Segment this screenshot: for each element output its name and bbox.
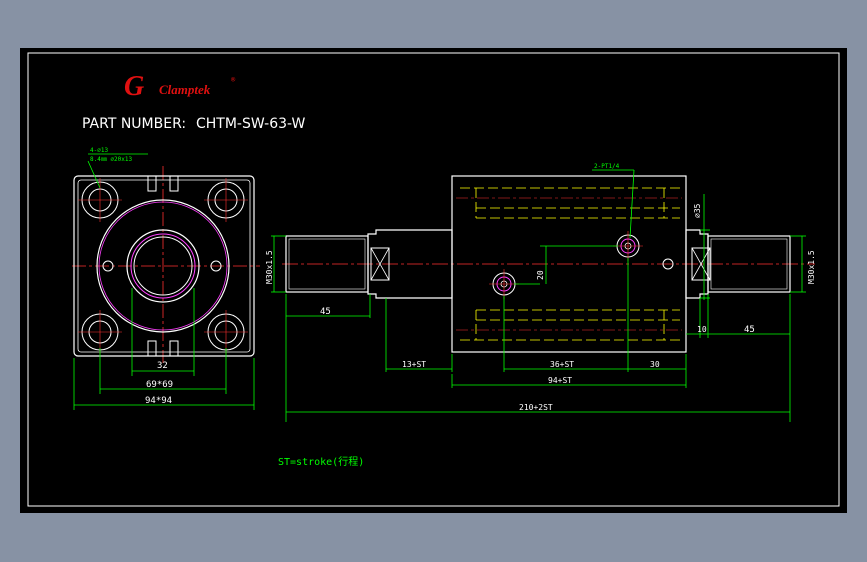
dim-210-text: 210+2ST <box>519 403 553 412</box>
dim-69 <box>99 348 227 394</box>
dim-69-text: 69*69 <box>146 380 173 390</box>
dim-32-text: 32 <box>157 361 168 371</box>
logo: G Clamptek ® <box>124 71 236 102</box>
part-number-label: PART NUMBER: <box>82 116 186 132</box>
vent-hole <box>662 258 674 270</box>
dim-10-text: 10 <box>697 325 707 334</box>
dim-20-text: 20 <box>536 270 545 280</box>
part-number-value: CHTM-SW-63-W <box>196 116 305 132</box>
dim-45-left <box>285 294 371 422</box>
bore-inner <box>133 236 193 296</box>
callout-leader <box>87 160 101 189</box>
logo-brand: Clamptek <box>159 82 211 97</box>
right-rod-thread-inner <box>710 238 788 290</box>
dim-phi35-text: ⌀35 <box>693 203 702 218</box>
port-label: 2-PT1/4 <box>594 163 620 170</box>
dim-94st-text: 94+ST <box>548 376 572 385</box>
bore-outer <box>126 229 200 303</box>
side-hole-left <box>102 260 114 272</box>
side-hole-right <box>210 260 222 272</box>
hidden-lines <box>460 187 680 341</box>
right-rod-thread <box>707 235 791 293</box>
dim-32 <box>131 288 195 376</box>
bore-thread <box>130 233 196 299</box>
dim-thread-left <box>271 235 286 293</box>
dim-45-right-text: 45 <box>744 325 755 335</box>
body-circle-magenta <box>98 201 228 331</box>
dim-45-left-text: 45 <box>320 307 331 317</box>
side-view: 2-PT1/4 ⌀35 M30x1.5 M30x1.5 20 <box>265 163 816 422</box>
port-leader-diag <box>629 169 635 239</box>
hidden-center-red <box>456 197 682 331</box>
logo-mark: G <box>124 71 144 102</box>
drawing-border <box>27 52 840 507</box>
dim-36st-text: 36+ST <box>550 360 574 369</box>
dim-13st-text: 13+ST <box>402 360 426 369</box>
dim-20 <box>514 245 618 285</box>
dim-45-right <box>686 294 791 422</box>
drawing-frame: G Clamptek ® PART NUMBER: CHTM-SW-63-W <box>20 48 847 513</box>
cad-drawing: G Clamptek ® PART NUMBER: CHTM-SW-63-W <box>27 52 840 507</box>
logo-registered: ® <box>231 76 236 84</box>
callout-line1: 4-⌀13 <box>90 147 108 154</box>
right-wrench-flat <box>691 247 711 281</box>
right-wrench-cross <box>691 247 711 281</box>
stroke-note: ST=stroke(行程) <box>278 455 364 468</box>
left-wrench-cross <box>370 247 390 281</box>
dim-thread-right <box>790 235 806 293</box>
thread-right-text: M30x1.5 <box>807 250 816 284</box>
callout-line2: 8.4㎜ ⌀20x13 <box>90 156 133 163</box>
port-upper <box>613 231 643 261</box>
top-slots <box>147 176 179 356</box>
left-rod-thread-inner <box>288 238 366 290</box>
flange-square <box>73 175 255 357</box>
dim-30-text: 30 <box>650 360 660 369</box>
corner-hole-centers <box>78 178 248 354</box>
dim-13st <box>385 298 453 372</box>
dim-36st <box>503 258 687 388</box>
flange-square-inner <box>77 179 251 353</box>
body-circle-outer <box>96 199 230 333</box>
left-wrench-flat <box>370 247 390 281</box>
dim-94 <box>73 358 255 410</box>
thread-left-text: M30x1.5 <box>265 250 274 284</box>
front-view: 4-⌀13 8.4㎜ ⌀20x13 32 69*69 94*94 <box>72 147 260 410</box>
dim-94-text: 94*94 <box>145 396 172 406</box>
dim-94st <box>451 374 686 388</box>
